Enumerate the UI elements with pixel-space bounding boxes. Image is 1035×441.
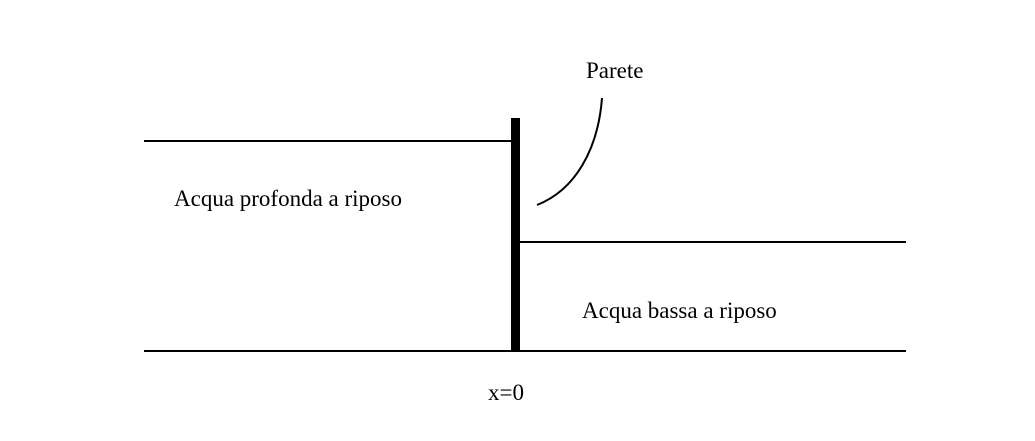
wall-label: Parete xyxy=(586,58,644,83)
shallow-water-label: Acqua bassa a riposo xyxy=(582,298,777,323)
deep-water-label: Acqua profonda a riposo xyxy=(174,186,403,211)
wall-pointer-curve xyxy=(536,97,603,206)
wall-position-label: x=0 xyxy=(488,380,524,405)
